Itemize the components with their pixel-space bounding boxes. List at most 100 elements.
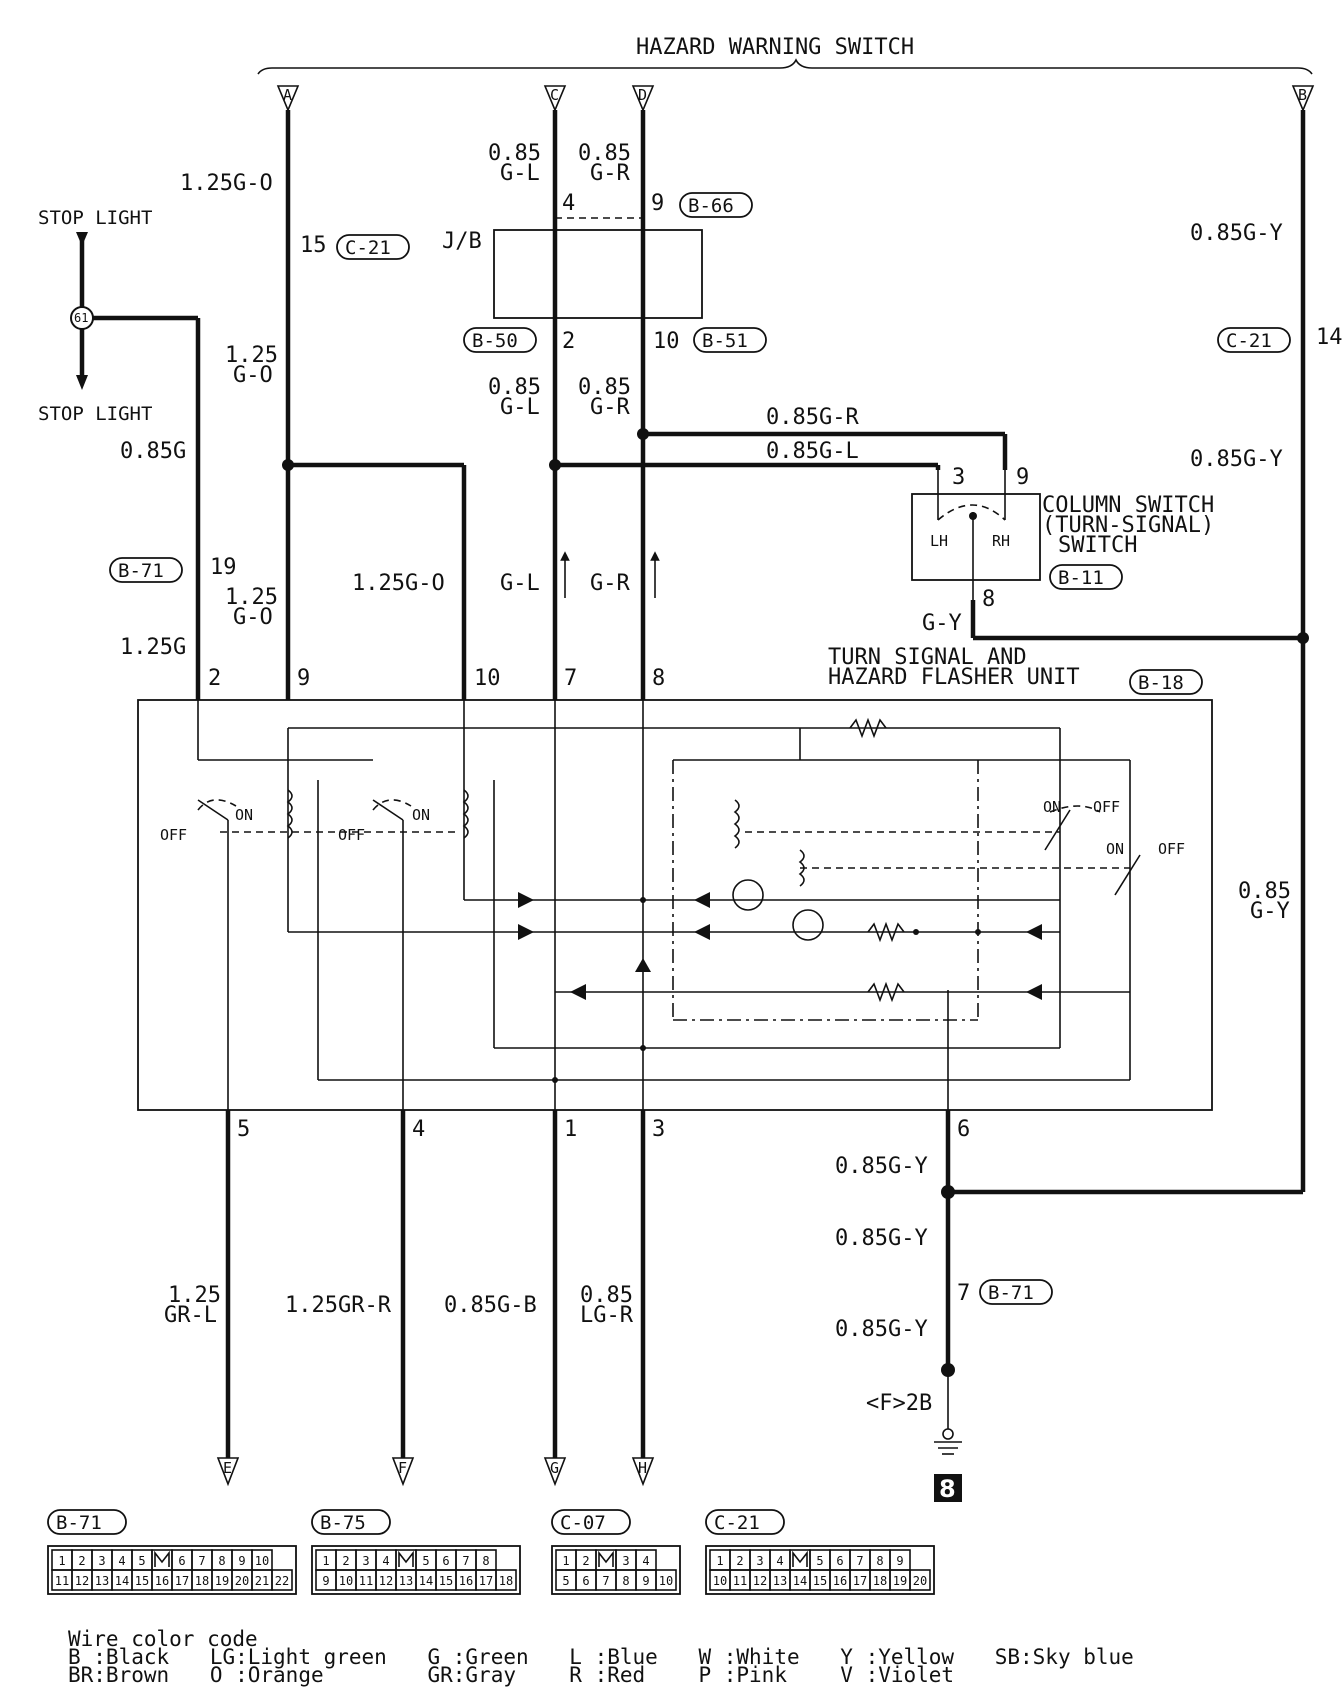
connector-pin-number: 2 (342, 1554, 349, 1568)
svg-text:2: 2 (208, 666, 221, 691)
connector-pin-number: 9 (322, 1574, 329, 1588)
connector-pin-number: 6 (836, 1554, 843, 1568)
flasher-unit: TURN SIGNAL AND HAZARD FLASHER UNIT OFF … (137, 645, 1213, 1111)
connector-pin-number: 1 (58, 1554, 65, 1568)
svg-text:9: 9 (1016, 465, 1029, 490)
svg-text:G-L: G-L (500, 571, 540, 596)
junction-block: J/B 4 9 2 10 (442, 191, 703, 354)
stop-light-lower-label: STOP LIGHT (38, 403, 152, 425)
svg-text:B: B (1298, 86, 1307, 104)
connector-key-mark (598, 1550, 614, 1567)
svg-text:1.25GR-R: 1.25GR-R (285, 1293, 392, 1318)
connector-pin-number: 2 (78, 1554, 85, 1568)
connector-pin-number: 8 (876, 1554, 883, 1568)
svg-text:19: 19 (210, 555, 237, 580)
terminal-a: A (276, 85, 300, 113)
connector-pin-number: 10 (713, 1574, 727, 1588)
connector-pin-number: 13 (773, 1574, 787, 1588)
svg-text:5: 5 (237, 1117, 250, 1142)
connector-pin-number: 12 (753, 1574, 767, 1588)
svg-text:G-R: G-R (590, 161, 630, 186)
lower-wires (225, 1110, 1303, 1458)
bottom-terminals: E F G H (216, 1457, 655, 1487)
svg-text:0.85G-Y: 0.85G-Y (835, 1317, 928, 1342)
connector-pin-number: 18 (195, 1574, 209, 1588)
svg-text:8: 8 (652, 666, 665, 691)
svg-text:G-O: G-O (233, 363, 273, 388)
svg-text:OFF: OFF (160, 826, 187, 844)
svg-text:G-R: G-R (590, 571, 630, 596)
svg-text:9: 9 (651, 191, 664, 216)
connector-pin-number: 1 (562, 1554, 569, 1568)
connector-face-outline (705, 1545, 935, 1595)
svg-text:1: 1 (564, 1117, 577, 1142)
connector-face-outline (47, 1545, 297, 1595)
connector-pin-number: 4 (776, 1554, 783, 1568)
connector-key-mark (792, 1550, 808, 1567)
connector-pin-number: 9 (642, 1574, 649, 1588)
connector-pin-number: 22 (275, 1574, 289, 1588)
svg-text:0.85: 0.85 (580, 1283, 633, 1308)
connector-pin-number: 4 (118, 1554, 125, 1568)
connector-pin-number: 16 (833, 1574, 847, 1588)
connector-pin-number: 6 (442, 1554, 449, 1568)
svg-text:8: 8 (939, 1475, 956, 1503)
svg-text:B-75: B-75 (320, 1512, 366, 1534)
svg-text:B-71: B-71 (56, 1512, 102, 1534)
svg-text:0.85G-B: 0.85G-B (444, 1293, 537, 1318)
svg-text:OFF: OFF (338, 826, 365, 844)
connector-pin-number: 15 (135, 1574, 149, 1588)
connector-pin-number: 17 (175, 1574, 189, 1588)
connector-pin-number: 6 (582, 1574, 589, 1588)
svg-text:OFF: OFF (1158, 840, 1185, 858)
svg-text:0.85G-Y: 0.85G-Y (835, 1226, 928, 1251)
connector-b50-label: B-50 (472, 330, 518, 352)
connector-pin-number: 3 (622, 1554, 629, 1568)
svg-text:10: 10 (474, 666, 501, 691)
svg-text:0.85G-Y: 0.85G-Y (835, 1154, 928, 1179)
stop-light-upper-label: STOP LIGHT (38, 207, 152, 229)
connector-pin-number: 2 (736, 1554, 743, 1568)
svg-text:0.85G-Y: 0.85G-Y (1190, 447, 1283, 472)
connector-pin-number: 5 (562, 1574, 569, 1588)
connector-pin-number: 12 (75, 1574, 89, 1588)
svg-text:10: 10 (653, 329, 680, 354)
svg-text:TURN SIGNAL AND: TURN SIGNAL AND (828, 645, 1027, 670)
svg-text:7: 7 (564, 666, 577, 691)
svg-text:7: 7 (957, 1281, 970, 1306)
connector-pin-number: 16 (459, 1574, 473, 1588)
legend-title: Wire color code (68, 1627, 258, 1651)
connector-pin-number: 18 (873, 1574, 887, 1588)
svg-text:0.85G-Y: 0.85G-Y (1190, 221, 1283, 246)
svg-text:H: H (638, 1459, 647, 1477)
connector-pin-number: 7 (462, 1554, 469, 1568)
connector-pin-number: 11 (55, 1574, 69, 1588)
connector-pin-number: 4 (382, 1554, 389, 1568)
connector-pin-number: 10 (255, 1554, 269, 1568)
svg-text:15: 15 (300, 233, 327, 258)
svg-text:C-21: C-21 (714, 1512, 760, 1534)
connector-pin-number: 11 (359, 1574, 373, 1588)
connector-pin-number: 5 (138, 1554, 145, 1568)
svg-text:4: 4 (562, 191, 575, 216)
connector-pin-number: 13 (95, 1574, 109, 1588)
svg-text:ON: ON (235, 806, 253, 824)
connector-pin-number: 17 (853, 1574, 867, 1588)
svg-text:OFF: OFF (1093, 798, 1120, 816)
svg-text:GR-L: GR-L (164, 1303, 217, 1328)
connector-pin-cell (495, 1569, 517, 1591)
svg-text:LG-R: LG-R (580, 1303, 634, 1328)
svg-text:8: 8 (982, 587, 995, 612)
connector-pin-number: 19 (893, 1574, 907, 1588)
svg-text:3: 3 (652, 1117, 665, 1142)
connector-pin-number: 20 (913, 1574, 927, 1588)
connector-pin-number: 7 (198, 1554, 205, 1568)
svg-text:C-07: C-07 (560, 1512, 606, 1534)
